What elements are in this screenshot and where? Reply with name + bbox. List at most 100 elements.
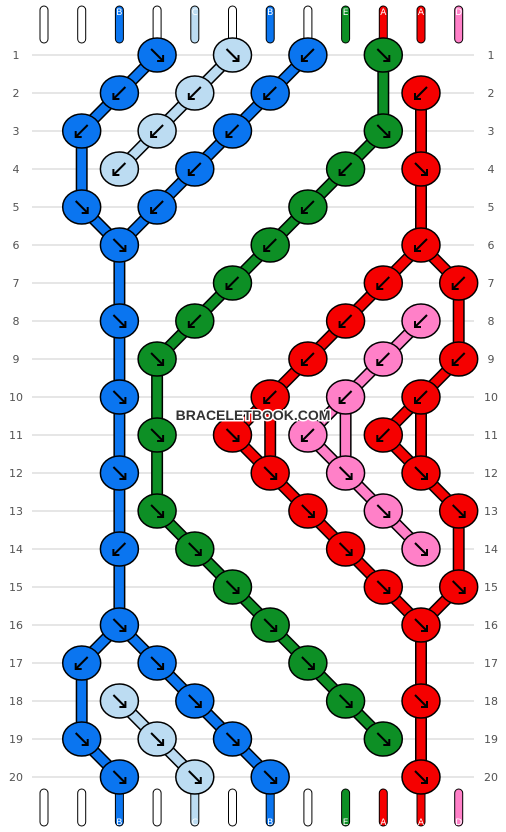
strand-label-top: F xyxy=(79,8,84,18)
knot xyxy=(137,493,177,529)
knot-arrow-shaft xyxy=(451,580,466,594)
knot-arrow-shaft xyxy=(414,390,428,404)
knot xyxy=(250,607,290,643)
knot-arrow-head xyxy=(376,283,384,290)
knot xyxy=(325,531,366,567)
row-label-left: 2 xyxy=(13,87,20,100)
row-label-right: 13 xyxy=(484,505,498,518)
knot-arrow-head xyxy=(307,511,315,518)
knot-arrow-head xyxy=(421,701,428,708)
knot xyxy=(99,151,140,187)
knot xyxy=(401,227,441,263)
knot xyxy=(175,759,215,795)
knot-arrow-shaft xyxy=(112,390,127,404)
knot-arrow-shaft xyxy=(74,656,89,670)
knot xyxy=(325,455,366,491)
knot-arrow-head xyxy=(263,245,271,252)
knot-arrow-head xyxy=(119,625,127,632)
knot-arrow-head xyxy=(383,55,391,62)
knot xyxy=(401,303,441,339)
knot-arrow-shaft xyxy=(338,314,353,328)
knot-arrow-shaft xyxy=(150,504,164,518)
knot xyxy=(363,265,404,301)
knot-arrow-shaft xyxy=(112,542,127,556)
knot-arrow-head xyxy=(150,207,158,214)
knot-arrow-head xyxy=(421,169,428,176)
knot-arrow-shaft xyxy=(150,48,164,62)
knot-arrow-shaft xyxy=(188,694,202,708)
knot xyxy=(99,683,140,719)
knot-arrow-head xyxy=(187,93,195,100)
strand-label-bottom: F xyxy=(155,818,160,828)
knot-arrow-shaft xyxy=(74,732,89,746)
knot-arrow-shaft xyxy=(74,200,89,214)
strand-label-bottom: F xyxy=(230,818,235,828)
knot-layer xyxy=(61,37,479,795)
knot-arrow-shaft xyxy=(225,48,240,62)
knot-arrow-head xyxy=(421,473,428,480)
knot xyxy=(363,721,404,757)
knot-arrow-shaft xyxy=(188,86,202,100)
knot-arrow-head xyxy=(157,359,165,366)
knot-arrow-shaft xyxy=(376,428,391,442)
knot-arrow-head xyxy=(119,321,127,328)
knot-arrow-shaft xyxy=(301,200,315,214)
knot-arrow-head xyxy=(187,321,195,328)
knot xyxy=(212,265,253,301)
knot-arrow-head xyxy=(232,587,240,594)
knot-arrow-head xyxy=(338,397,346,404)
knot-arrow-head xyxy=(421,549,428,556)
strand-label-top: A xyxy=(418,8,425,18)
knot-arrow-shaft xyxy=(376,732,391,746)
knot-arrow-head xyxy=(270,473,278,480)
row-label-right: 5 xyxy=(488,201,495,214)
knot-arrow-head xyxy=(263,397,271,404)
knot xyxy=(99,227,140,263)
row-label-left: 9 xyxy=(13,353,20,366)
knot-arrow-shaft xyxy=(150,124,164,138)
knot-arrow-head xyxy=(112,549,120,556)
knot-arrow-shaft xyxy=(263,770,277,784)
knot xyxy=(99,759,140,795)
knot-arrow-shaft xyxy=(150,428,164,442)
knot-arrow-shaft xyxy=(112,238,127,252)
knot-arrow-head xyxy=(119,397,127,404)
knot xyxy=(363,569,404,605)
knot xyxy=(250,455,290,491)
knot xyxy=(401,455,441,491)
knot xyxy=(288,493,328,529)
knot-arrow-shaft xyxy=(112,694,127,708)
knot-arrow-head xyxy=(345,549,353,556)
knot xyxy=(250,759,290,795)
knot xyxy=(99,531,140,567)
row-label-left: 14 xyxy=(9,543,23,556)
row-label-right: 15 xyxy=(484,581,498,594)
strand-label-top: D xyxy=(455,8,462,18)
knot-arrow-shaft xyxy=(338,694,353,708)
knot-arrow-head xyxy=(376,359,384,366)
knot xyxy=(438,341,479,377)
knot-arrow-head xyxy=(232,739,240,746)
knot-arrow-shaft xyxy=(301,48,315,62)
knot xyxy=(401,607,441,643)
knot xyxy=(288,341,328,377)
knot-arrow-head xyxy=(414,397,421,404)
knot-arrow-shaft xyxy=(301,504,315,518)
knot-arrow-head xyxy=(383,739,391,746)
knot-arrow-head xyxy=(81,739,89,746)
knot-arrow-shaft xyxy=(263,86,277,100)
row-label-right: 11 xyxy=(484,429,498,442)
knot-arrow-head xyxy=(74,131,82,138)
knot-arrow-head xyxy=(263,93,271,100)
knot-arrow-shaft xyxy=(414,162,428,176)
strand-label-top: F xyxy=(41,8,46,18)
knot xyxy=(250,227,290,263)
knot xyxy=(250,75,290,111)
knot-arrow-shaft xyxy=(188,770,202,784)
knot-arrow-head xyxy=(119,473,127,480)
knot-arrow-shaft xyxy=(225,124,240,138)
knot-arrow-shaft xyxy=(414,466,428,480)
knot xyxy=(99,607,140,643)
knot-arrow-head xyxy=(383,131,391,138)
